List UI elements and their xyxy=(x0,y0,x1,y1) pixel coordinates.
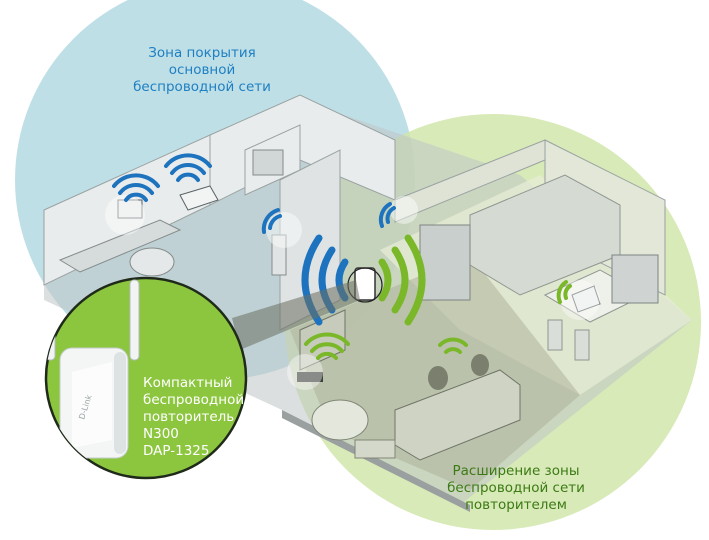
coffee-table xyxy=(354,439,396,459)
caption-line: беспроводной сети xyxy=(447,480,585,496)
wifi-signal-icon xyxy=(438,337,468,354)
radiator xyxy=(271,234,287,276)
wifi-glow xyxy=(287,354,323,390)
caption-line: Компактный xyxy=(143,375,233,391)
laptop-icon xyxy=(571,285,601,313)
person xyxy=(471,354,489,376)
dap-1325-device: D-Link xyxy=(46,278,140,459)
caption-line: основной xyxy=(168,62,236,78)
bar-stool xyxy=(574,329,590,361)
wifi-signal-icon xyxy=(261,208,282,234)
wifi-signal-icon xyxy=(556,280,572,304)
device-side-shade xyxy=(114,352,126,454)
device-antenna xyxy=(129,279,140,361)
main-zone-caption: Зона покрытия основной беспроводной сети xyxy=(92,45,312,96)
media-player-icon xyxy=(297,372,323,382)
caption-line: DAP-1325 xyxy=(143,443,210,459)
wifi-signal-icon xyxy=(304,332,350,360)
wifi-glow xyxy=(560,280,600,320)
extended-zone-caption: Расширение зоны беспроводной сети повтор… xyxy=(416,463,616,514)
wifi-signal-icon xyxy=(378,202,396,228)
wifi-glow xyxy=(105,195,145,235)
fridge xyxy=(419,224,471,301)
caption-line: беспроводной сети xyxy=(133,79,271,95)
bar-stool xyxy=(547,319,563,351)
caption-line: Расширение зоны xyxy=(452,463,580,479)
wifi-signal-icon xyxy=(112,173,160,202)
router-icon xyxy=(179,185,219,211)
caption-line: повторителем xyxy=(465,497,567,513)
wifi-glow xyxy=(390,196,418,224)
armchair xyxy=(311,399,369,441)
caption-line: повторитель xyxy=(143,409,235,425)
shelf xyxy=(252,149,284,176)
wifi-glow xyxy=(266,212,302,248)
device-panel xyxy=(72,362,112,448)
device-caption: Компактный беспроводной повторитель N300… xyxy=(143,375,263,460)
computer-monitor-icon xyxy=(117,199,143,219)
wifi-signal-icon xyxy=(378,234,426,326)
wifi-signal-icon xyxy=(164,153,212,182)
caption-line: беспроводной xyxy=(143,392,245,408)
caption-line: N300 xyxy=(143,426,179,442)
desk xyxy=(58,219,182,273)
caption-line: Зона покрытия xyxy=(148,45,256,61)
person xyxy=(428,366,448,390)
callout-beam xyxy=(232,280,360,350)
washing-machine xyxy=(611,254,659,304)
office-chair xyxy=(129,247,175,277)
